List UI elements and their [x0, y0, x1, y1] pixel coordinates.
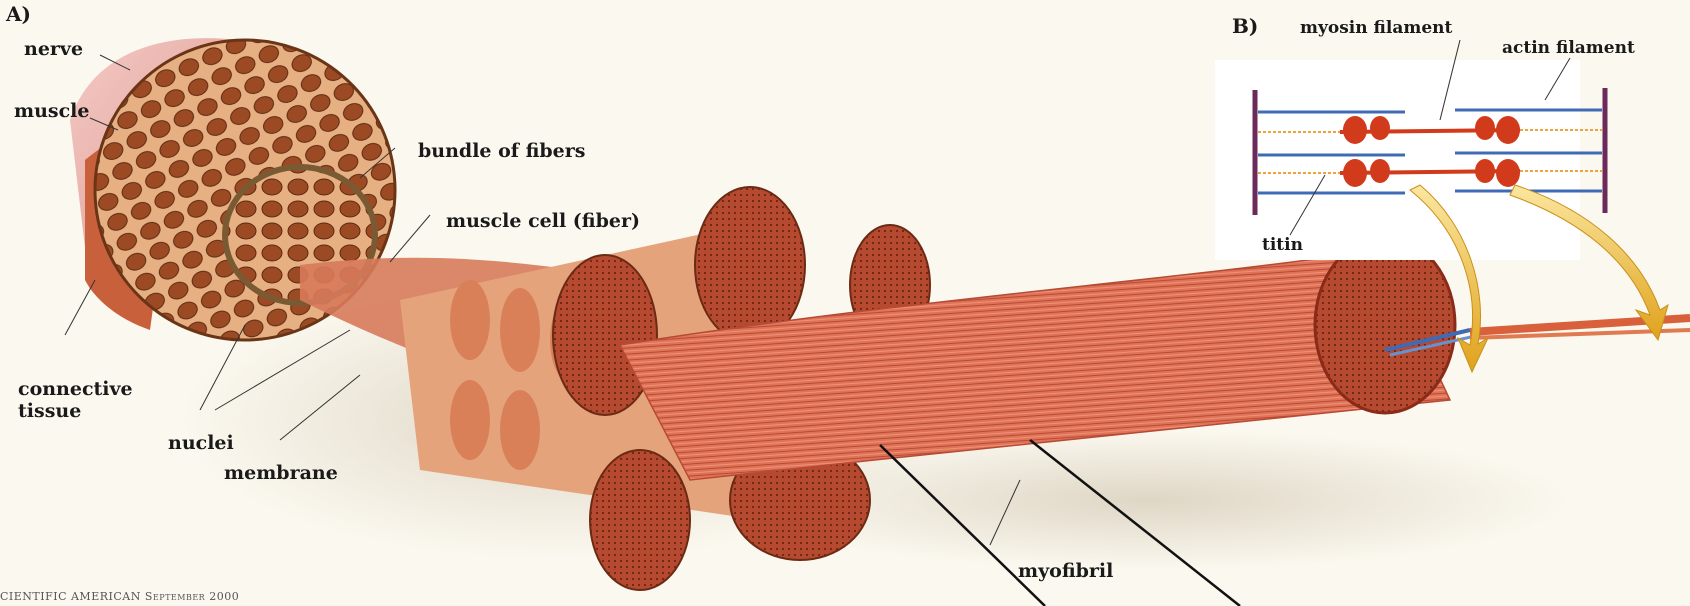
label-myofibril: myofibril: [1018, 560, 1113, 582]
label-bundle-of-fibers: bundle of fibers: [418, 140, 585, 162]
label-actin-filament: actin filament: [1502, 38, 1635, 58]
fiber-cut-face-4: [590, 450, 690, 590]
sarcomere-inset-bg: [1215, 60, 1580, 260]
fiber-cut-face-2: [695, 187, 805, 343]
label-myosin-filament: myosin filament: [1300, 18, 1452, 38]
panel-label-a: A): [6, 2, 31, 26]
label-nerve: nerve: [24, 38, 83, 60]
source-credit: CIENTIFIC AMERICAN September 2000: [0, 590, 239, 603]
label-titin: titin: [1262, 235, 1303, 255]
label-membrane: membrane: [224, 462, 338, 484]
panel-label-b: B): [1232, 14, 1258, 38]
label-connective-tissue: connective tissue: [18, 378, 133, 422]
label-muscle-cell: muscle cell (fiber): [446, 210, 640, 232]
fiber-cut-face-1: [553, 255, 657, 415]
label-muscle: muscle: [14, 100, 90, 122]
label-nuclei: nuclei: [168, 432, 234, 454]
myofibril-cut-face: [1315, 237, 1455, 413]
